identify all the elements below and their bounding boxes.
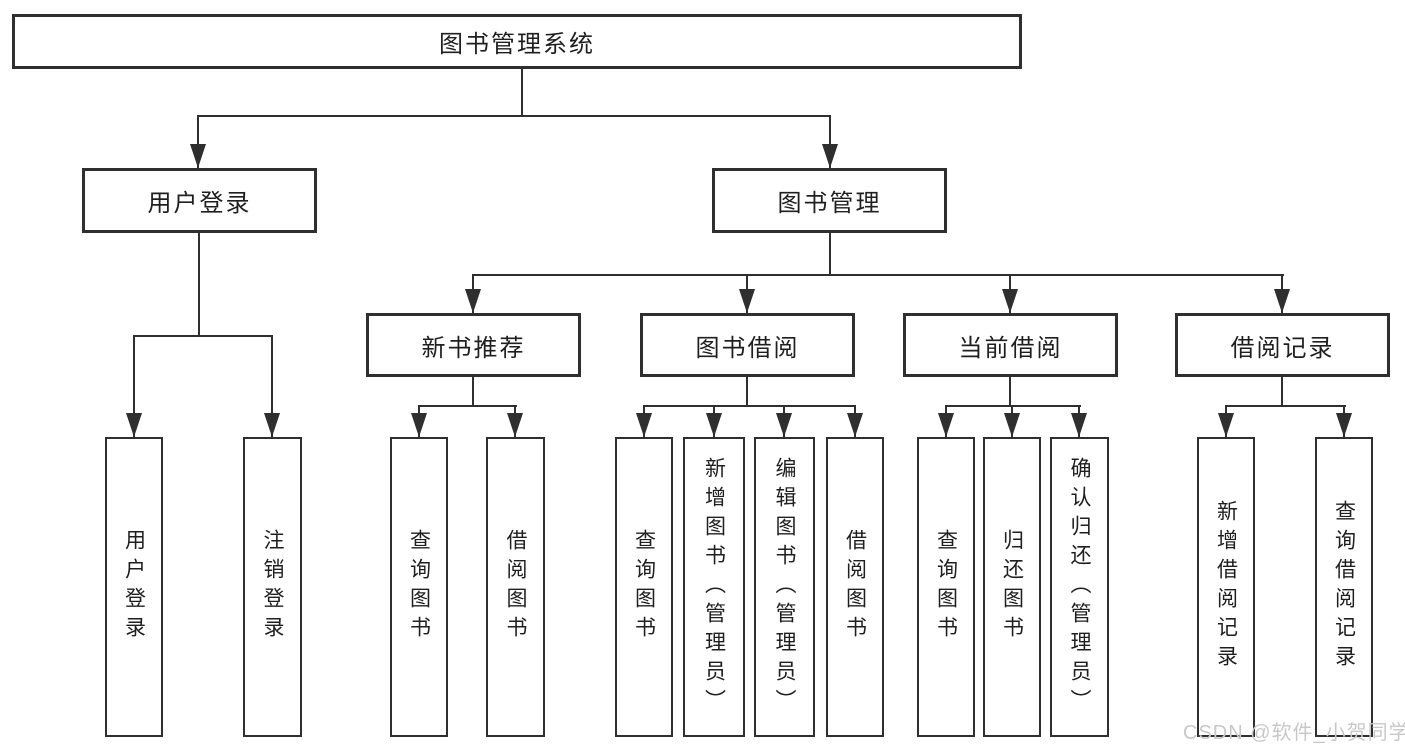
connector-line	[133, 335, 135, 437]
leaf-query-borrow-record-label: 查询借阅记录	[1332, 500, 1356, 674]
connector-line	[472, 377, 474, 407]
connector-line	[1225, 405, 1346, 407]
leaf-return-book: 归还图书	[983, 437, 1041, 737]
node-new-book-recommend: 新书推荐	[366, 313, 581, 377]
connector-line	[197, 115, 831, 117]
node-borrow-record-label: 借阅记录	[1230, 334, 1335, 362]
arrow-down-icon	[1274, 289, 1290, 313]
connector-line	[133, 335, 273, 337]
arrow-down-icon	[739, 289, 755, 313]
leaf-query-book-recommend-label: 查询图书	[407, 529, 431, 645]
arrow-down-icon	[1004, 413, 1020, 437]
connector-line	[472, 274, 1284, 276]
arrow-down-icon	[776, 413, 792, 437]
node-borrow-record: 借阅记录	[1175, 313, 1390, 377]
arrow-down-icon	[636, 413, 652, 437]
node-book-management-label: 图书管理	[777, 190, 882, 217]
arrow-down-icon	[411, 413, 427, 437]
arrow-down-icon	[126, 413, 142, 437]
leaf-add-borrow-record-label: 新增借阅记录	[1214, 500, 1238, 674]
connector-line	[1009, 377, 1011, 407]
leaf-query-book-current: 查询图书	[917, 437, 975, 737]
arrow-down-icon	[190, 144, 206, 168]
connector-line	[198, 233, 200, 337]
node-user-login-label: 用户登录	[147, 190, 252, 217]
arrow-down-icon	[507, 413, 523, 437]
node-book-borrow: 图书借阅	[640, 313, 855, 377]
connector-line	[829, 233, 831, 276]
arrow-down-icon	[1218, 413, 1234, 437]
connector-line	[197, 115, 199, 168]
node-new-book-recommend-label: 新书推荐	[421, 334, 526, 362]
connector-line	[945, 405, 1081, 407]
leaf-add-book-admin: 新增图书（管理员）	[683, 437, 745, 737]
arrow-down-icon	[847, 413, 863, 437]
leaf-query-book-borrow: 查询图书	[615, 437, 673, 737]
leaf-query-borrow-record: 查询借阅记录	[1315, 437, 1373, 737]
connector-line	[1281, 377, 1283, 407]
leaf-user-login: 用户登录	[105, 437, 163, 737]
csdn-watermark: CSDN @软件_小贺同学	[1183, 722, 1405, 744]
arrow-down-icon	[938, 413, 954, 437]
node-current-borrow: 当前借阅	[903, 313, 1118, 377]
leaf-return-book-label: 归还图书	[1000, 529, 1024, 645]
connector-line	[643, 405, 856, 407]
leaf-borrow-book-recommend-label: 借阅图书	[504, 529, 527, 645]
node-book-borrow-label: 图书借阅	[695, 334, 800, 362]
connector-line	[746, 377, 748, 407]
leaf-logout: 注销登录	[243, 437, 302, 737]
arrow-down-icon	[1071, 413, 1087, 437]
node-book-management: 图书管理	[712, 168, 947, 233]
node-current-borrow-label: 当前借阅	[958, 334, 1063, 362]
arrow-down-icon	[1002, 289, 1018, 313]
leaf-borrow-book-recommend: 借阅图书	[486, 437, 545, 737]
node-root: 图书管理系统	[12, 14, 1022, 69]
leaf-edit-book-admin-label: 编辑图书（管理员）	[773, 456, 796, 718]
connector-line	[418, 405, 517, 407]
node-user-login: 用户登录	[82, 168, 317, 233]
leaf-add-borrow-record: 新增借阅记录	[1197, 437, 1255, 737]
leaf-confirm-return-admin: 确认归还（管理员）	[1050, 437, 1109, 737]
leaf-borrow-book: 借阅图书	[826, 437, 884, 737]
leaf-confirm-return-admin-label: 确认归还（管理员）	[1068, 456, 1091, 718]
leaf-logout-label: 注销登录	[261, 529, 284, 645]
node-root-label: 图书管理系统	[439, 31, 595, 58]
leaf-user-login-label: 用户登录	[122, 529, 146, 645]
arrow-down-icon	[1336, 413, 1352, 437]
arrow-down-icon	[264, 413, 280, 437]
arrow-down-icon	[465, 289, 481, 313]
leaf-query-book-recommend: 查询图书	[390, 437, 448, 737]
connector-line	[271, 335, 273, 437]
leaf-borrow-book-label: 借阅图书	[843, 529, 867, 645]
connector-line	[829, 115, 831, 168]
leaf-query-book-current-label: 查询图书	[934, 529, 958, 645]
leaf-add-book-admin-label: 新增图书（管理员）	[702, 456, 726, 718]
arrow-down-icon	[706, 413, 722, 437]
connector-line	[521, 69, 523, 117]
leaf-query-book-borrow-label: 查询图书	[632, 529, 656, 645]
arrow-down-icon	[822, 144, 838, 168]
leaf-edit-book-admin: 编辑图书（管理员）	[754, 437, 815, 737]
